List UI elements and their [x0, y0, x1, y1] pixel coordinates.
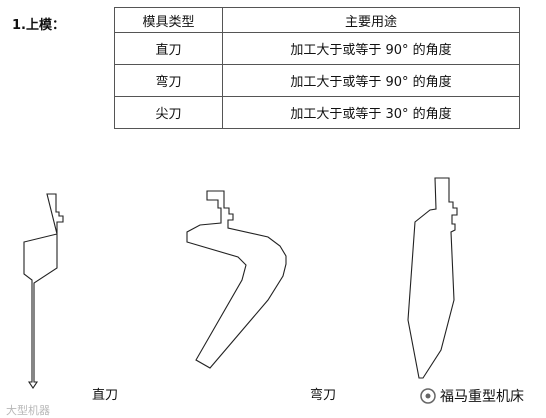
watermark-text: 大型机器: [6, 404, 50, 417]
straight-punch-profile: [23, 193, 64, 389]
brand-name: 福马重型机床: [440, 389, 524, 405]
wechat-icon: [420, 388, 436, 404]
cell-tool-type: 尖刀: [114, 96, 223, 129]
tool-types-table: 模具类型 主要用途 直刀 加工大于或等于 90° 的角度 弯刀 加工大于或等于 …: [114, 7, 520, 129]
cell-tool-type: 直刀: [114, 32, 223, 65]
caption-curved-punch: 弯刀: [310, 388, 337, 403]
section-heading: 1.上模：: [12, 18, 65, 33]
cell-main-use: 加工大于或等于 30° 的角度: [222, 96, 520, 129]
brand-label: 福马重型机床: [420, 386, 524, 406]
header-tool-type: 模具类型: [114, 7, 223, 33]
table-row: 尖刀 加工大于或等于 30° 的角度: [114, 96, 520, 129]
header-main-use: 主要用途: [222, 7, 520, 33]
cell-main-use: 加工大于或等于 90° 的角度: [222, 32, 520, 65]
sharp-punch-profile: [407, 177, 458, 379]
curved-punch-profile: [186, 190, 287, 369]
table-header-row: 模具类型 主要用途: [114, 7, 520, 33]
caption-straight-punch: 直刀: [92, 388, 119, 403]
table-row: 直刀 加工大于或等于 90° 的角度: [114, 32, 520, 65]
